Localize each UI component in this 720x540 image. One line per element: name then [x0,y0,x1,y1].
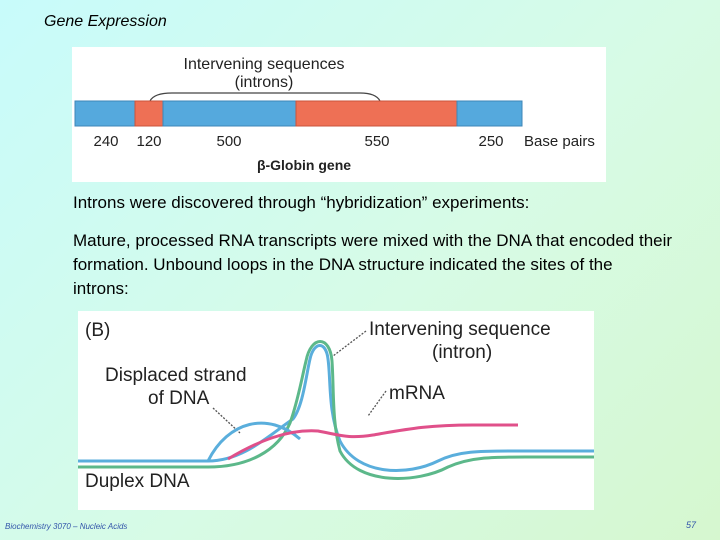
exon-segment-2 [163,101,296,126]
displaced-strand-arc [208,423,300,461]
slide-title: Gene Expression [44,13,167,31]
segment-label-3: 500 [216,133,241,150]
intron-bracket [150,93,380,101]
segment-label-5: 250 [478,133,503,150]
hybridization-figure: (B) Intervening sequence (intron) Displa… [78,311,594,510]
introns-header-line2: (introns) [235,74,294,91]
segment-label-1: 240 [93,133,118,150]
segment-label-4: 550 [364,133,389,150]
paragraph-rna-transcripts: Mature, processed RNA transcripts were m… [73,229,673,301]
segment-label-2: 120 [136,133,161,150]
intron-segment-1 [135,101,163,126]
displaced-strand-label-line1: Displaced strand [105,365,247,386]
duplex-dna-label: Duplex DNA [85,471,190,492]
beta-globin-gene-figure: Intervening sequences (introns) 240 120 … [72,47,606,182]
intron-label-line2: (intron) [432,342,492,363]
intron-label-line1: Intervening sequence [369,319,551,340]
mrna-strand [228,425,518,459]
beta-globin-gene-label: β-Globin gene [257,157,351,173]
mrna-pointer [368,391,386,416]
displaced-strand-label-line2: of DNA [148,388,210,409]
paragraph-hybridization: Introns were discovered through “hybridi… [73,191,673,215]
introns-header-line1: Intervening sequences [184,56,345,73]
page-number: 57 [686,520,696,530]
intron-pointer [333,331,366,356]
duplex-strand-green [78,342,594,479]
exon-segment-3 [457,101,522,126]
panel-b-label: (B) [85,320,110,341]
mrna-label: mRNA [389,383,445,404]
intron-segment-2 [296,101,457,126]
footer-course: Biochemistry 3070 – Nucleic Acids [5,522,127,531]
exon-segment-1 [75,101,135,126]
base-pairs-label: Base pairs [524,133,595,150]
